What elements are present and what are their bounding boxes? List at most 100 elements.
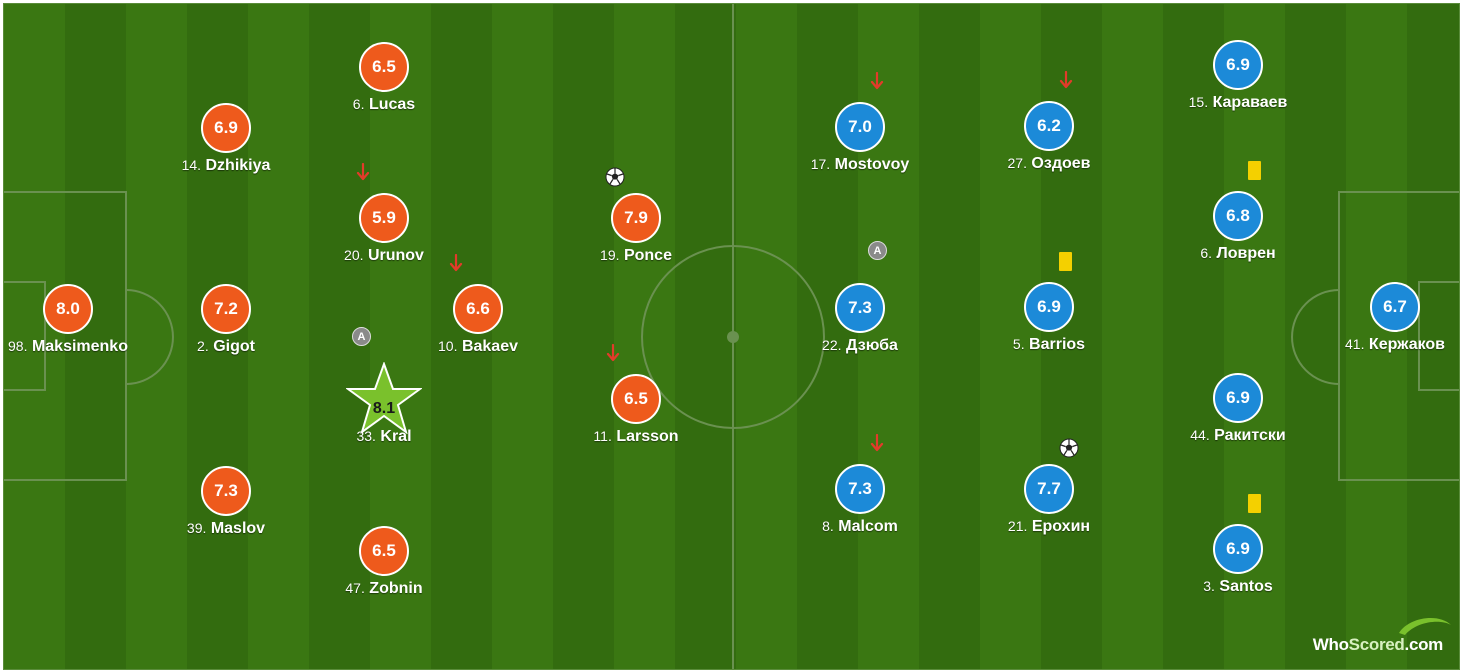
player-name: Mostovoy — [834, 156, 910, 173]
player-larsson[interactable]: 6.5 11. Larsson — [556, 344, 716, 464]
player-number: 10. — [438, 338, 458, 354]
player-label: 10. Bakaev — [378, 338, 578, 356]
sub-off-arrow-icon — [449, 254, 463, 272]
player-rating: 7.3 — [201, 466, 251, 516]
sub-off-arrow-icon — [356, 163, 370, 181]
player-label: 22. Дзюба — [760, 337, 960, 355]
goal-ball-icon — [1059, 438, 1079, 458]
player-rating: 6.2 — [1024, 101, 1074, 151]
player-name: Кержаков — [1368, 336, 1445, 353]
player-name: Караваев — [1212, 94, 1288, 111]
player-rating: 7.7 — [1024, 464, 1074, 514]
player-label: 21. Ерохин — [949, 518, 1149, 536]
player-number: 15. — [1188, 94, 1209, 110]
player-rating: 7.2 — [201, 284, 251, 334]
sub-off-arrow-icon — [1059, 71, 1073, 89]
player-name: Maslov — [210, 520, 266, 537]
player-rating: 8.0 — [43, 284, 93, 334]
player-label: 3. Santos — [1138, 578, 1338, 596]
captain-icon: A — [868, 241, 887, 260]
player-rating: 6.9 — [201, 103, 251, 153]
player-number: 47. — [345, 580, 365, 596]
player-label: 15. Караваев — [1138, 94, 1338, 112]
player-name: Barrios — [1029, 336, 1086, 353]
player-rating: 8.1 — [372, 400, 396, 417]
player-rating: 7.3 — [835, 464, 885, 514]
player-name: Malcom — [838, 518, 898, 535]
player-number: 11. — [593, 428, 612, 444]
player-rating: 6.5 — [611, 374, 661, 424]
player-urunov[interactable]: 5.9 20. Urunov — [304, 163, 464, 283]
player-label: 20. Urunov — [284, 247, 484, 265]
yellow-card-icon — [1059, 252, 1072, 271]
player-number: 21. — [1007, 518, 1028, 534]
player-number: 27. — [1007, 155, 1027, 171]
yellow-card-icon — [1248, 161, 1261, 180]
player-rating: 6.6 — [453, 284, 503, 334]
player-number: 41. — [1345, 336, 1365, 352]
player-rating: 6.7 — [1370, 282, 1420, 332]
player-name: Dzhikiya — [205, 157, 271, 174]
player-rating: 7.0 — [835, 102, 885, 152]
player-label: 19. Ponce — [536, 247, 736, 265]
brand-who: Who — [1312, 635, 1349, 654]
player-label: 98. Maksimenko — [4, 338, 168, 356]
player-label: 5. Barrios — [949, 336, 1149, 354]
yellow-card-icon — [1248, 494, 1261, 513]
player-number: 6. — [1200, 245, 1213, 261]
player-label: 11. Larsson — [536, 428, 736, 446]
player-kerzhakov[interactable]: 6.7 41. Кержаков — [1315, 282, 1459, 372]
player-label: 33. Kral — [284, 428, 484, 446]
player-label: 44. Ракитски — [1138, 427, 1338, 445]
player-number: 20. — [344, 247, 364, 263]
player-rating: 6.5 — [359, 526, 409, 576]
player-rating: 6.9 — [1213, 373, 1263, 423]
player-zobnin[interactable]: 6.5 47. Zobnin — [304, 526, 464, 616]
player-label: 14. Dzhikiya — [126, 157, 326, 175]
player-name: Kral — [380, 428, 412, 445]
player-dzhikiya[interactable]: 6.9 14. Dzhikiya — [146, 103, 306, 193]
goal-ball-icon — [605, 167, 625, 187]
player-name: Larsson — [616, 428, 679, 445]
captain-icon: A — [352, 327, 371, 346]
player-name: Ракитски — [1214, 427, 1286, 444]
player-number: 8. — [822, 518, 834, 534]
player-name: Santos — [1219, 578, 1273, 595]
player-label: 2. Gigot — [126, 338, 326, 356]
player-name: Zobnin — [369, 580, 423, 597]
player-number: 2. — [197, 338, 209, 354]
best-player-star-icon — [346, 362, 422, 434]
player-number: 14. — [181, 157, 202, 173]
player-label: 39. Maslov — [126, 520, 326, 538]
player-rating: 5.9 — [359, 193, 409, 243]
player-rating: 6.9 — [1024, 282, 1074, 332]
player-number: 22. — [822, 337, 842, 353]
player-name: Lucas — [368, 96, 416, 113]
player-name: Urunov — [367, 247, 424, 264]
player-rating: 6.5 — [359, 42, 409, 92]
player-rating: 7.9 — [611, 193, 661, 243]
player-label: 41. Кержаков — [1295, 336, 1459, 354]
player-label: 17. Mostovoy — [760, 156, 960, 174]
player-number: 98. — [8, 338, 28, 354]
player-rating: 6.9 — [1213, 40, 1263, 90]
sub-off-arrow-icon — [870, 434, 884, 452]
